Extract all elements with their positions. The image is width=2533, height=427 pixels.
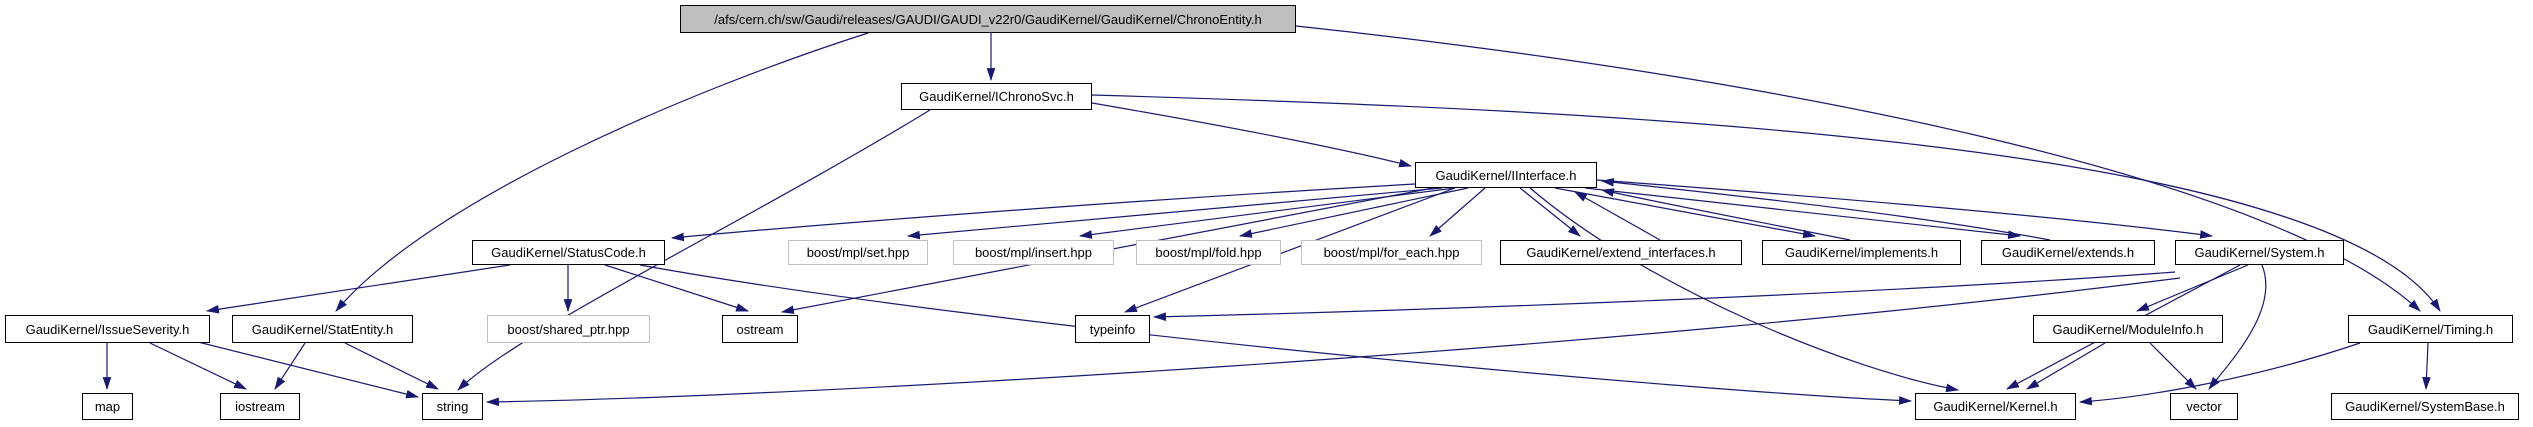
node-boost-shared-ptr: boost/shared_ptr.hpp <box>487 315 650 343</box>
node-map: map <box>82 393 133 420</box>
node-issueseverity[interactable]: GaudiKernel/IssueSeverity.h <box>5 315 210 343</box>
node-ichronosvc[interactable]: GaudiKernel/IChronoSvc.h <box>901 83 1092 110</box>
node-boost-mpl-for-each: boost/mpl/for_each.hpp <box>1301 240 1482 265</box>
node-extends[interactable]: GaudiKernel/extends.h <box>1981 240 2155 265</box>
node-timing[interactable]: GaudiKernel/Timing.h <box>2348 315 2513 343</box>
node-implements[interactable]: GaudiKernel/implements.h <box>1762 240 1961 265</box>
node-iinterface[interactable]: GaudiKernel/IInterface.h <box>1415 162 1597 188</box>
node-ostream: ostream <box>722 315 798 343</box>
node-string: string <box>422 393 483 420</box>
node-chrono-entity: /afs/cern.ch/sw/Gaudi/releases/GAUDI/GAU… <box>680 5 1296 33</box>
node-typeinfo: typeinfo <box>1075 315 1150 343</box>
node-statentity[interactable]: GaudiKernel/StatEntity.h <box>232 315 413 343</box>
node-moduleinfo[interactable]: GaudiKernel/ModuleInfo.h <box>2033 315 2223 343</box>
node-boost-mpl-insert: boost/mpl/insert.hpp <box>953 240 1114 265</box>
node-extend-interfaces[interactable]: GaudiKernel/extend_interfaces.h <box>1500 240 1742 265</box>
node-boost-mpl-fold: boost/mpl/fold.hpp <box>1136 240 1281 265</box>
node-system[interactable]: GaudiKernel/System.h <box>2175 240 2344 265</box>
node-boost-mpl-set: boost/mpl/set.hpp <box>788 240 928 265</box>
node-systembase[interactable]: GaudiKernel/SystemBase.h <box>2331 393 2519 420</box>
node-iostream: iostream <box>220 393 300 420</box>
node-kernel[interactable]: GaudiKernel/Kernel.h <box>1915 393 2076 420</box>
node-statuscode[interactable]: GaudiKernel/StatusCode.h <box>472 240 665 265</box>
node-vector: vector <box>2170 393 2238 420</box>
